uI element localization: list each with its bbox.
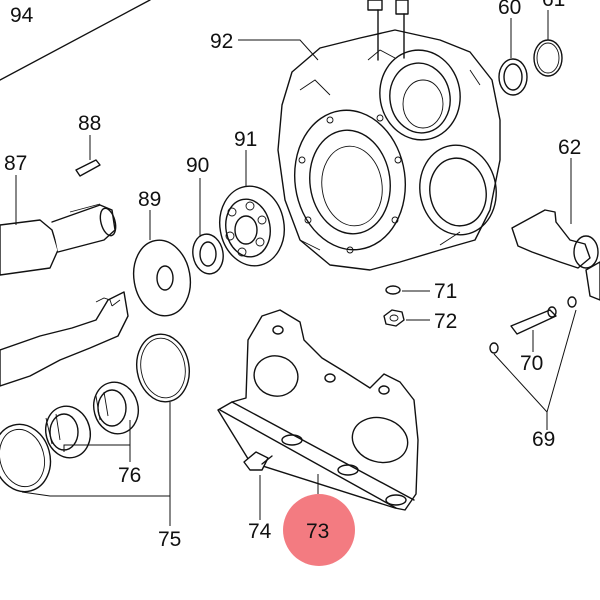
highlight-marker-73 <box>283 494 355 566</box>
label-92: 92 <box>210 30 233 53</box>
part-lower-shaft <box>0 291 129 387</box>
leader-lines <box>15 10 577 526</box>
part-76-bearings <box>45 381 139 459</box>
part-62-lever <box>511 209 600 301</box>
label-73[interactable]: 73 <box>306 520 329 543</box>
part-90-ring <box>192 233 224 275</box>
label-71: 71 <box>434 280 457 303</box>
callout-labels: 94 92 60 61 88 87 90 91 89 62 71 72 70 6… <box>4 0 581 551</box>
label-72: 72 <box>434 310 457 333</box>
label-62: 62 <box>558 136 581 159</box>
label-74: 74 <box>248 520 272 543</box>
label-76: 76 <box>118 464 141 487</box>
part-75-seals <box>0 333 190 493</box>
label-69: 69 <box>532 428 555 451</box>
label-60: 60 <box>498 0 521 19</box>
part-61-ring <box>533 39 563 77</box>
label-90: 90 <box>186 154 209 177</box>
label-87: 87 <box>4 152 27 175</box>
part-87-shaft <box>0 203 117 276</box>
part-94 <box>0 0 151 81</box>
label-88: 88 <box>78 112 101 135</box>
label-94: 94 <box>10 4 34 27</box>
part-92-housing <box>277 0 501 271</box>
part-91-bearing <box>219 185 285 267</box>
part-69-o-rings <box>489 296 577 354</box>
part-72-nut <box>383 309 405 327</box>
part-60-seal <box>498 58 528 96</box>
part-74-screw <box>243 451 273 471</box>
label-89: 89 <box>138 188 161 211</box>
label-61: 61 <box>542 0 565 11</box>
part-71-ring <box>385 285 401 295</box>
part-88-key <box>75 159 101 177</box>
part-89-washer <box>132 239 192 317</box>
label-91: 91 <box>234 128 257 151</box>
label-70: 70 <box>520 352 543 375</box>
part-70-pin <box>510 306 557 335</box>
label-75: 75 <box>158 528 181 551</box>
